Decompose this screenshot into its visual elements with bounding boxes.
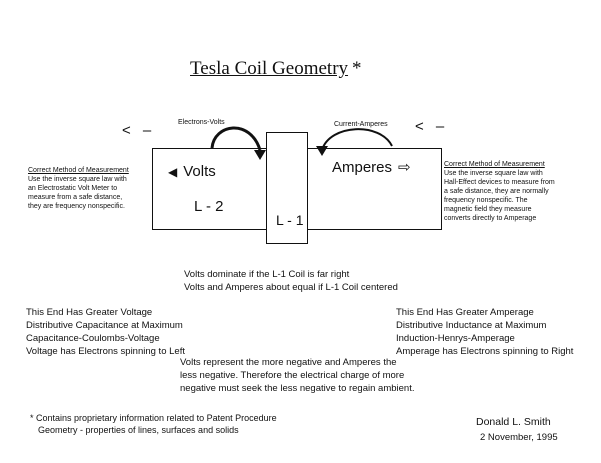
left-direction-mark: < – <box>122 122 156 139</box>
volts-label: Volts <box>183 163 216 180</box>
title-asterisk: * <box>352 58 362 79</box>
right-measurement-note: Correct Method of Measurement Use the in… <box>444 160 555 223</box>
l2-label: L - 2 <box>194 198 224 215</box>
l1-box <box>266 132 308 244</box>
left-end-line: This End Has Greater Voltage <box>26 307 153 318</box>
right-direction-mark: < – <box>415 118 449 135</box>
right-note-line: a safe distance, they are normally <box>444 188 549 195</box>
left-note-line: an Electrostatic Volt Meter to <box>28 185 118 192</box>
electrons-volts-label: Electrons-Volts <box>178 119 225 126</box>
right-end-line: This End Has Greater Amperage <box>396 307 534 318</box>
right-arrow-icon: ⇨ <box>398 159 411 176</box>
right-note-line: magnetic field they measure <box>444 206 532 213</box>
left-note-line: measure from a safe distance, <box>28 194 123 201</box>
center-line: Volts and Amperes about equal if L-1 Coi… <box>184 282 398 293</box>
left-end-line: Voltage has Electrons spinning to Left <box>26 346 185 357</box>
amperes-label: Amperes <box>332 159 393 176</box>
right-note-line: Use the inverse square law with <box>444 170 543 177</box>
l1-label: L - 1 <box>276 212 304 228</box>
right-note-line: Hall-Effect devices to measure from <box>444 179 555 186</box>
page-title: Tesla Coil Geometry* <box>190 58 362 80</box>
amperes-label-group: Amperes ⇨ <box>332 158 411 176</box>
center-line: Volts dominate if the L-1 Coil is far ri… <box>184 269 350 280</box>
right-end-line: Amperage has Electrons spinning to Right <box>396 346 574 357</box>
right-note-line: frequency nonspecific. The <box>444 197 528 204</box>
left-note-line: Use the inverse square law with <box>28 176 127 183</box>
amperes-curve-arrowhead <box>316 146 328 156</box>
center-statements: Volts dominate if the L-1 Coil is far ri… <box>184 268 398 294</box>
bottom-center-notes: Volts represent the more negative and Am… <box>180 356 414 395</box>
title-text: Tesla Coil Geometry <box>190 58 349 79</box>
bottom-center-line: less negative. Therefore the electrical … <box>180 370 405 381</box>
volts-label-group: ◀ Volts <box>168 163 216 180</box>
bottom-center-line: negative must seek the less negative to … <box>180 383 415 394</box>
volts-curve-arrowhead <box>254 150 266 160</box>
footnote-line: Geometry - properties of lines, surfaces… <box>38 425 239 435</box>
footnote-line: * Contains proprietary information relat… <box>30 413 277 423</box>
left-note-line: they are frequency nonspecific. <box>28 203 125 210</box>
left-measurement-note: Correct Method of Measurement Use the in… <box>28 166 129 211</box>
current-amperes-label: Current-Amperes <box>334 121 388 128</box>
left-arrow-icon: ◀ <box>168 165 178 179</box>
document-date: 2 November, 1995 <box>480 432 558 443</box>
right-end-notes: This End Has Greater Amperage Distributi… <box>396 306 573 358</box>
footnote: * Contains proprietary information relat… <box>30 412 277 436</box>
left-end-line: Capacitance-Coulombs-Voltage <box>26 333 160 344</box>
right-note-heading: Correct Method of Measurement <box>444 161 545 168</box>
amperes-curve-arrow <box>321 128 393 151</box>
right-note-line: converts directly to Amperage <box>444 215 537 222</box>
left-end-line: Distributive Capacitance at Maximum <box>26 320 183 331</box>
bottom-center-line: Volts represent the more negative and Am… <box>180 357 397 368</box>
author-name: Donald L. Smith <box>476 416 551 428</box>
right-end-line: Induction-Henrys-Amperage <box>396 333 515 344</box>
volts-curve-arrow <box>210 126 262 151</box>
right-end-line: Distributive Inductance at Maximum <box>396 320 547 331</box>
left-end-notes: This End Has Greater Voltage Distributiv… <box>26 306 185 358</box>
left-note-heading: Correct Method of Measurement <box>28 167 129 174</box>
